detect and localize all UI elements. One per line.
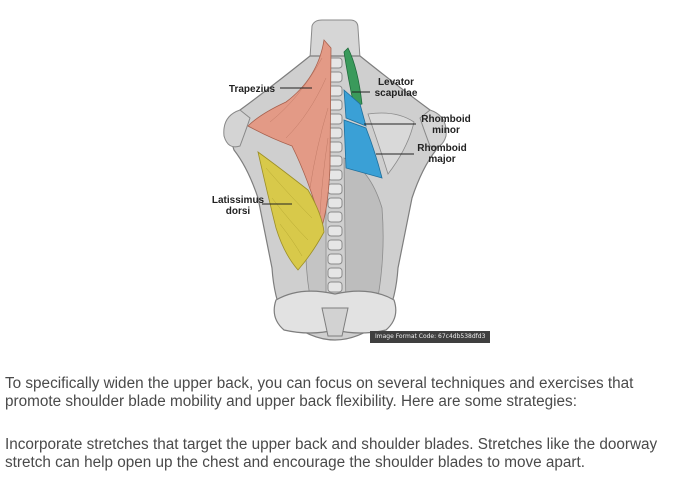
rhomboid-major-muscle [343, 119, 383, 179]
article-paragraph-intro: To specifically widen the upper back, yo… [5, 375, 634, 410]
rhomboid-minor-muscle [343, 89, 367, 127]
label-rhomboid-major-line1: Rhomboid [417, 143, 466, 154]
right-scapula-shape [367, 112, 415, 175]
latissimus-dorsi-muscle [257, 151, 325, 271]
article-paragraph-stretches: Incorporate stretches that target the up… [5, 436, 658, 471]
trapezius-muscle [247, 39, 332, 228]
label-trapezius: Trapezius [229, 84, 276, 95]
label-latissimus-line2: dorsi [226, 206, 251, 217]
label-rhomboid-minor-line2: minor [432, 125, 460, 136]
label-latissimus-line1: Latissimus [212, 195, 265, 206]
back-muscles-illustration: Trapezius Levator scapulae Rhomboid mino… [200, 18, 490, 348]
label-rhomboid-major-line2: major [428, 154, 455, 165]
label-leader-lines [262, 87, 416, 205]
neck-shape [309, 19, 361, 59]
left-arm-shape [223, 109, 251, 148]
label-levator-line2: scapulae [375, 88, 418, 99]
image-format-code-badge: Image Format Code: 67c4db538dfd3 [370, 331, 491, 343]
label-rhomboid-minor-line1: Rhomboid [421, 114, 470, 125]
spine [327, 57, 343, 293]
label-levator-line1: Levator [378, 77, 414, 88]
sacrum-shape [321, 307, 349, 337]
lat-striations [265, 167, 313, 257]
anatomy-svg: Trapezius Levator scapulae Rhomboid mino… [212, 19, 471, 341]
muscle-striations [269, 57, 329, 215]
right-arm-shape [419, 109, 447, 148]
